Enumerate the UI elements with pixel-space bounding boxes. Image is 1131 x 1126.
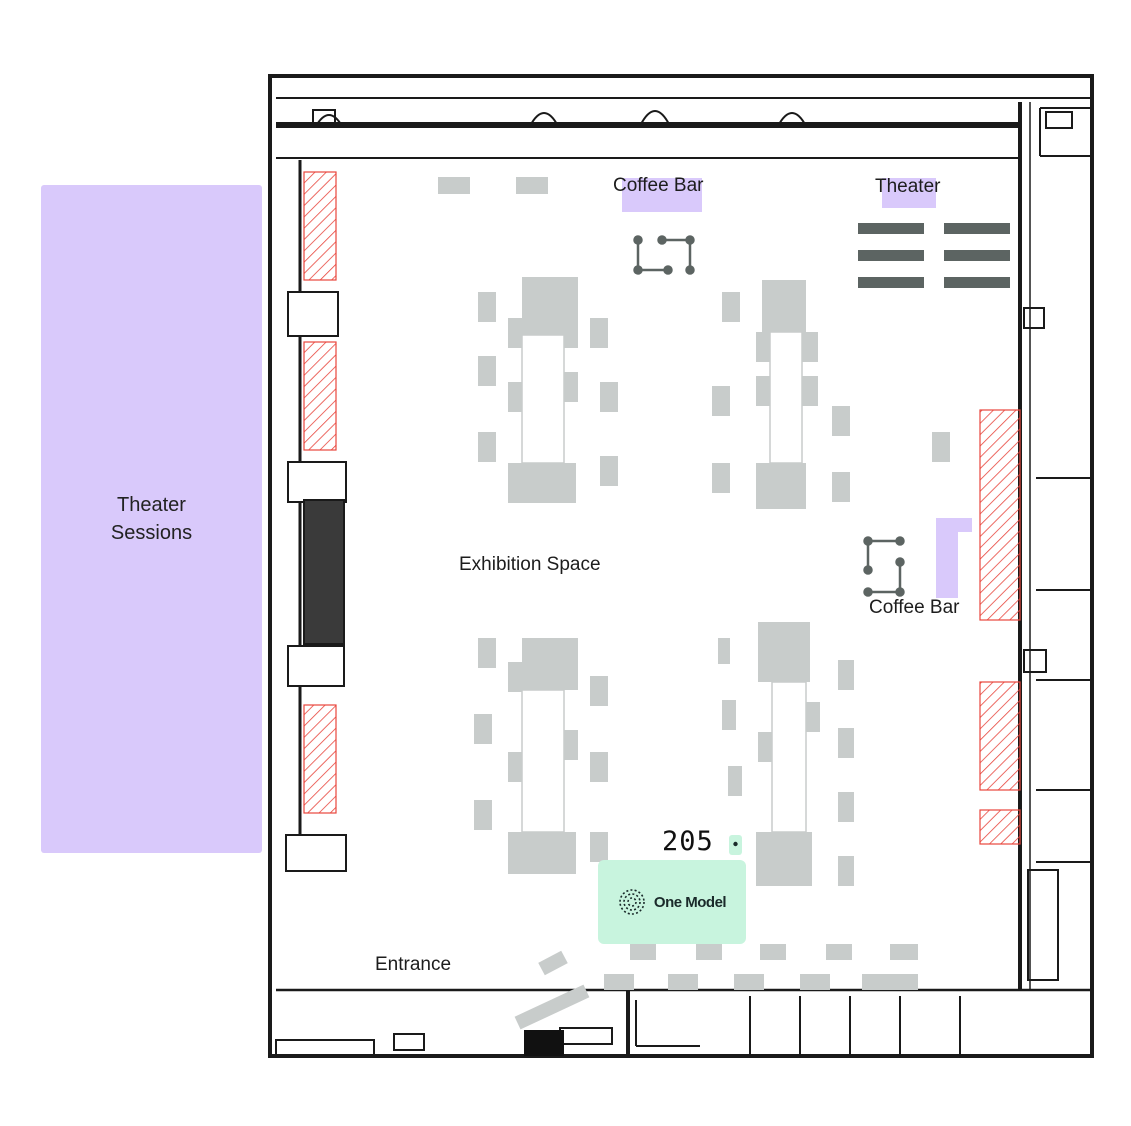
coffee-counter-right: [863, 536, 905, 597]
bottom-rooms: [275, 869, 1059, 1057]
theater-sessions-label: Theater Sessions: [110, 494, 193, 544]
sponsor-booth-one-model[interactable]: One Model: [598, 860, 746, 944]
exhibition-space-label: Exhibition Space: [459, 554, 601, 575]
theater-label: Theater: [875, 176, 941, 197]
sponsor-name: One Model: [653, 893, 727, 911]
hatched-zones: [303, 171, 1021, 845]
bottom-black-block: [524, 1030, 564, 1056]
theater-seats: [858, 223, 1010, 288]
theater-sessions-panel[interactable]: Theater Sessions: [41, 185, 262, 853]
booth-pin: [729, 835, 742, 855]
booth-blocks: [438, 177, 950, 1030]
entrance-label: Entrance: [375, 954, 452, 975]
booth-number: 205: [662, 826, 714, 857]
swirl-logo-icon: [618, 888, 646, 916]
booth-frames: [521, 331, 807, 833]
coffee-counter-top: [633, 235, 695, 275]
top-arches: [312, 109, 1073, 129]
coffee-bar-right-label: Coffee Bar: [869, 597, 960, 618]
highlight-areas: [622, 178, 972, 598]
left-columns: [285, 291, 347, 872]
coffee-bar-top-label: Coffee Bar: [613, 175, 704, 196]
